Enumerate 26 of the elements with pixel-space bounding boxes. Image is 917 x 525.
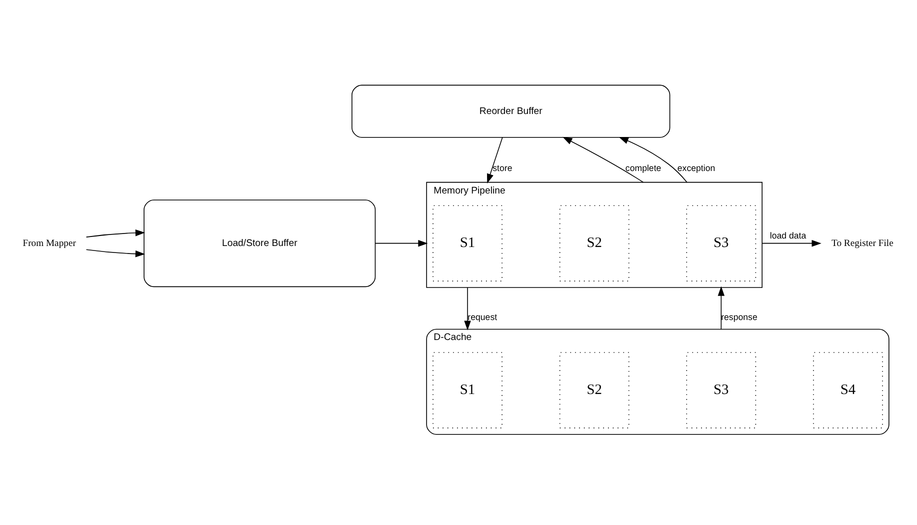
- node-box: S3: [686, 204, 756, 281]
- node-text: From Mapper: [22, 237, 76, 248]
- edge-label: load data: [770, 230, 806, 240]
- arrow: [762, 239, 822, 246]
- edge-label: request: [468, 312, 498, 322]
- edge-label: store: [492, 162, 512, 172]
- node-box: S1: [432, 352, 502, 428]
- edge-label: response: [721, 312, 758, 322]
- arrow: [618, 136, 688, 182]
- edge-label: exception: [677, 162, 716, 172]
- arrow: [86, 248, 146, 257]
- node-box: Load/Store Buffer: [144, 199, 376, 287]
- arrow: [562, 136, 644, 182]
- node-box: S3: [686, 352, 756, 428]
- edge-label: complete: [625, 162, 662, 172]
- node-box: S4: [813, 352, 883, 428]
- node-box: S2: [559, 352, 630, 428]
- node-text: To Register File: [831, 237, 894, 248]
- arrow: [374, 239, 428, 246]
- arrow: [718, 286, 725, 330]
- arrow: [86, 228, 146, 237]
- node-box: Reorder Buffer: [352, 84, 670, 138]
- node-box: S2: [559, 204, 630, 281]
- arrow: [464, 286, 471, 330]
- arrow: [486, 136, 503, 183]
- node-box: S1: [432, 204, 502, 281]
